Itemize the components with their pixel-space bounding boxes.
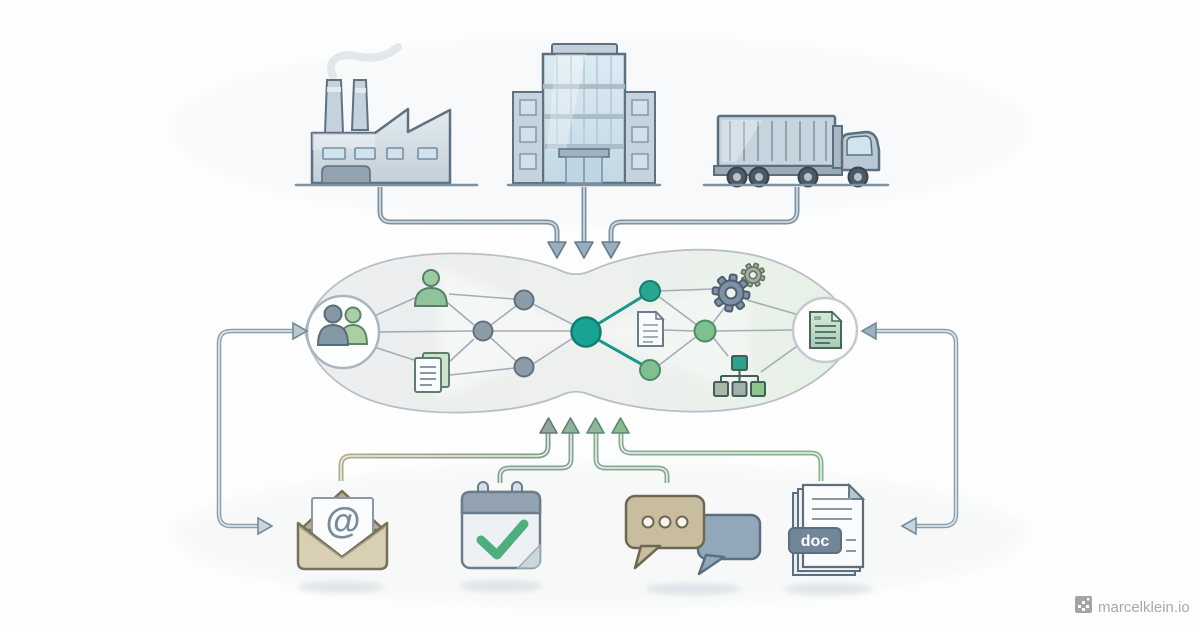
truck-icon [702,114,890,188]
front-bubble [624,494,706,570]
arrowhead-up [586,417,605,434]
office-building-icon [506,43,662,187]
wheels [726,166,869,188]
bottom-arrows [338,417,824,483]
documents-icon [414,352,450,393]
people-hub-circle [305,294,381,370]
checkmark [476,519,529,560]
arrowhead-down [601,241,621,259]
at-glyph: @ [325,500,360,541]
person-icon [413,269,449,307]
file-icon [637,310,665,347]
factory-icon [294,43,479,187]
green-node [639,359,661,381]
arrowhead-up [611,417,630,434]
central-teal-node [570,316,602,348]
hub-ray-left [438,266,588,400]
email-icon: @ [296,489,389,571]
network-nodes [472,280,717,381]
gray-node [513,356,535,378]
arrowhead-down [574,241,594,259]
arrowhead-up [539,417,558,434]
document-icon [809,310,843,349]
arrowhead-right [292,321,309,341]
green-node [693,319,717,343]
watermark-text: marcelklein.io [1098,599,1190,616]
arrowhead-right [257,516,274,536]
arrowhead-down [547,241,567,259]
hub-ray-right [588,272,748,396]
bottom-shadows [298,580,872,595]
chat-bubbles-icon [624,494,762,576]
arrowhead-left [900,516,917,536]
document-hub-circle [791,296,859,364]
left-loop-arrow [216,321,309,536]
org-chart-icon [713,355,766,397]
gray-node [472,320,494,342]
gears-icon [711,262,766,313]
teal-node [639,280,661,302]
calendar-check-icon [460,481,542,570]
top-arrows [377,187,800,259]
network-edges [370,288,801,376]
doc-label: doc [801,533,830,550]
arrowhead-left [860,321,877,341]
doc-stack-icon: doc [788,482,866,576]
arrowhead-up [561,417,580,434]
gray-node [513,289,535,311]
watermark: marcelklein.io [1075,596,1190,616]
right-loop-arrow [860,321,959,536]
smoke [327,43,402,80]
people-icon [316,304,369,346]
